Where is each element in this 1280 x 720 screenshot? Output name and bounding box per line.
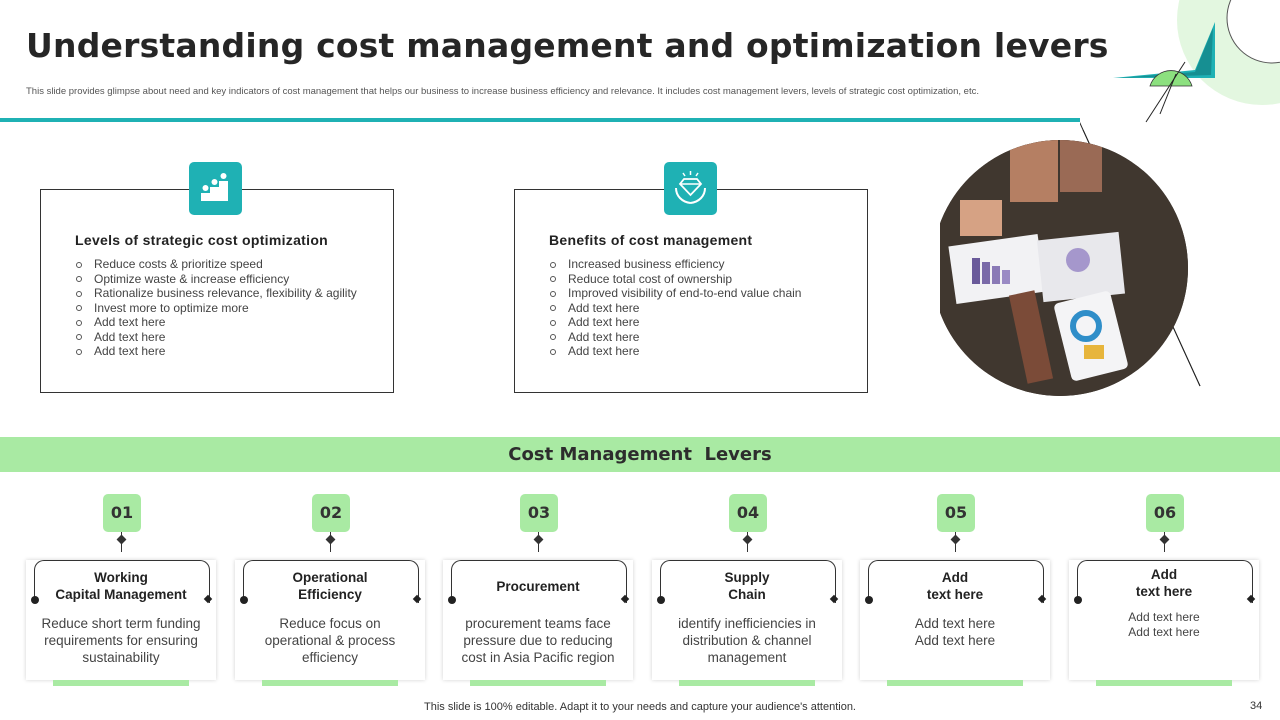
lever-text: Reduce short term funding requirements f… [41, 616, 201, 665]
lever-text: Add text here Add text here [914, 616, 996, 648]
lever-number: 05 [937, 494, 975, 532]
card-frame [1077, 560, 1253, 603]
card-accent-bar [679, 680, 815, 686]
list-item: Increased business efficiency [549, 257, 859, 272]
lever-card-body: Supply Chain identify inefficiencies in … [652, 560, 842, 680]
card-accent-bar [262, 680, 398, 686]
connector-dot [31, 596, 39, 604]
diamond-hands-icon [664, 162, 717, 215]
lever-card: 06 Add text here Add text here Add text … [1069, 494, 1259, 686]
connector-diamond [116, 534, 127, 545]
list-item: Add text here [75, 344, 385, 359]
lever-card: 02 Operational Efficiency Reduce focus o… [235, 494, 425, 686]
decor-green-half-circle [1149, 70, 1193, 87]
cost-optimization-levels-box: Levels of strategic cost optimization Re… [40, 189, 394, 393]
bullet-list: Reduce costs & prioritize speed Optimize… [75, 257, 385, 359]
box-title: Benefits of cost management [549, 232, 753, 248]
bullet-list: Increased business efficiency Reduce tot… [549, 257, 859, 359]
card-frame [660, 560, 836, 603]
lever-card-body: Procurement procurement teams face press… [443, 560, 633, 680]
card-frame [34, 560, 210, 603]
connector-dot [240, 596, 248, 604]
connector-diamond [533, 534, 544, 545]
lever-title: Procurement [496, 579, 580, 594]
list-item: Reduce total cost of ownership [549, 272, 859, 287]
list-item: Add text here [549, 315, 859, 330]
card-accent-bar [887, 680, 1023, 686]
benefits-box: Benefits of cost management Increased bu… [514, 189, 868, 393]
levers-banner-label: Cost Management Levers [508, 444, 772, 465]
lever-text: procurement teams face pressure due to r… [461, 616, 615, 665]
lever-number: 04 [729, 494, 767, 532]
card-accent-bar [1096, 680, 1232, 686]
connector-dot [865, 596, 873, 604]
card-frame [243, 560, 419, 603]
lever-card-body: Working Capital Management Reduce short … [26, 560, 216, 680]
lever-card-body: Add text here Add text here Add text her… [1069, 560, 1259, 680]
stairs-chart-icon [189, 162, 242, 215]
levers-banner [0, 437, 1280, 472]
list-item: Add text here [549, 301, 859, 316]
connector-diamond [1159, 534, 1170, 545]
page-number: 34 [1250, 700, 1263, 712]
lever-title: Add text here [926, 570, 984, 602]
lever-number: 03 [520, 494, 558, 532]
list-item: Reduce costs & prioritize speed [75, 257, 385, 272]
list-item: Add text here [549, 330, 859, 345]
footer-note: This slide is 100% editable. Adapt it to… [424, 701, 856, 713]
card-accent-bar [470, 680, 606, 686]
slide-title: Understanding cost management and optimi… [26, 26, 1109, 65]
decor-circle-ring [1226, 0, 1280, 64]
lever-text: Add text here Add text here [1128, 610, 1200, 639]
lever-title: Working Capital Management [55, 570, 187, 602]
list-item: Improved visibility of end-to-end value … [549, 286, 859, 301]
connector-diamond [325, 534, 336, 545]
lever-title: Operational Efficiency [292, 570, 368, 602]
lever-number: 01 [103, 494, 141, 532]
photo-meeting-image [940, 130, 1201, 396]
list-item: Rationalize business relevance, flexibil… [75, 286, 385, 301]
lever-card: 04 Supply Chain identify inefficiencies … [652, 494, 842, 686]
connector-dot [1074, 596, 1082, 604]
box-title: Levels of strategic cost optimization [75, 232, 329, 248]
lever-number: 02 [312, 494, 350, 532]
lever-text: identify inefficiencies in distribution … [678, 616, 816, 665]
list-item: Add text here [75, 330, 385, 345]
list-item: Invest more to optimize more [75, 301, 385, 316]
list-item: Add text here [549, 344, 859, 359]
lever-card: 05 Add text here Add text here Add text … [860, 494, 1050, 686]
connector-dot [657, 596, 665, 604]
lever-card: 03 Procurement procurement teams face pr… [443, 494, 633, 686]
lever-card-body: Add text here Add text here Add text her… [860, 560, 1050, 680]
lever-title: Add text here [1135, 567, 1193, 599]
connector-dot [448, 596, 456, 604]
lever-title: Supply Chain [724, 570, 770, 602]
list-item: Optimize waste & increase efficiency [75, 272, 385, 287]
connector-diamond [742, 534, 753, 545]
connector-diamond [950, 534, 961, 545]
lever-text: Reduce focus on operational & process ef… [264, 616, 396, 665]
lever-card-body: Operational Efficiency Reduce focus on o… [235, 560, 425, 680]
card-frame [868, 560, 1044, 603]
card-frame [451, 560, 627, 603]
list-item: Add text here [75, 315, 385, 330]
slide-subtitle: This slide provides glimpse about need a… [26, 86, 979, 97]
lever-number: 06 [1146, 494, 1184, 532]
card-accent-bar [53, 680, 189, 686]
lever-card: 01 Working Capital Management Reduce sho… [26, 494, 216, 686]
header-divider [0, 118, 1080, 122]
